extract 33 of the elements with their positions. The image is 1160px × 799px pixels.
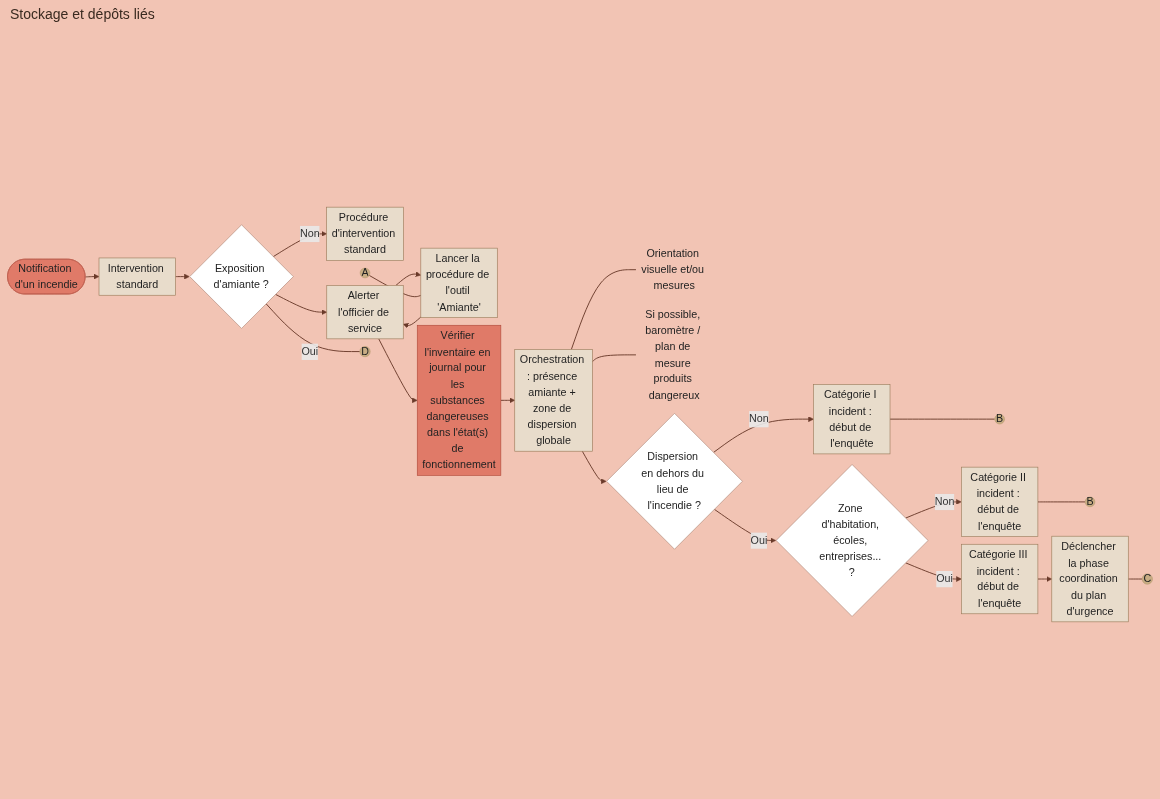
node-box: Alerter l'officier de service	[326, 284, 404, 339]
node-box: Catégorie I incident : début de l'enquête	[813, 383, 891, 454]
node-diamond: Exposition d'amiante ?	[189, 223, 294, 329]
connector	[570, 268, 637, 350]
node-diamond: Zone d'habitation, écoles, entreprises... ?	[775, 463, 929, 617]
node-circle: A	[359, 267, 371, 278]
edge-label: Non	[300, 227, 320, 240]
edge-label: Non	[749, 412, 769, 425]
node-box: Intervention standard	[98, 257, 176, 296]
note: Stockage et dépôts liés	[10, 6, 155, 22]
node-circle: B	[1084, 496, 1096, 507]
node-box: Déclencher la phase coordination du plan d'urgence	[1051, 535, 1129, 622]
connector	[889, 418, 996, 420]
node-box: Catégorie II incident : début de l'enquête	[961, 466, 1039, 537]
edge-label: Oui	[936, 572, 953, 585]
node-box: Orchestration : présence amiante + zone de dispersion globale	[514, 348, 593, 452]
node-diamond: Dispersion en dehors du lieu de l'incendie ?	[606, 412, 743, 550]
connector	[265, 302, 361, 352]
node-box: Lancer la procédure de l'outil 'Amiante'	[420, 247, 498, 318]
edge-label: Non	[934, 495, 955, 508]
edge-label: Oui	[301, 344, 319, 357]
node-circle: D	[359, 345, 371, 357]
node-circle: B	[994, 413, 1005, 424]
node-box: Procédure d'intervention standard	[326, 206, 404, 261]
node-text: Orientation visuelle et/ou mesures	[641, 246, 705, 292]
connector	[1037, 500, 1086, 502]
node-text: Si possible, baromètre / plan de mesure produits dangereux	[645, 307, 701, 401]
connector	[591, 353, 637, 362]
node-box: Catégorie III incident : début de l'enquête	[961, 543, 1039, 614]
connector	[1127, 578, 1143, 579]
node-circle: C	[1141, 573, 1153, 584]
node-box: Vérifier l'inventaire en journal pour les substances dangereuses dans l'état(s) de fonctionnement	[416, 324, 502, 476]
edge-label: Oui	[750, 533, 768, 546]
